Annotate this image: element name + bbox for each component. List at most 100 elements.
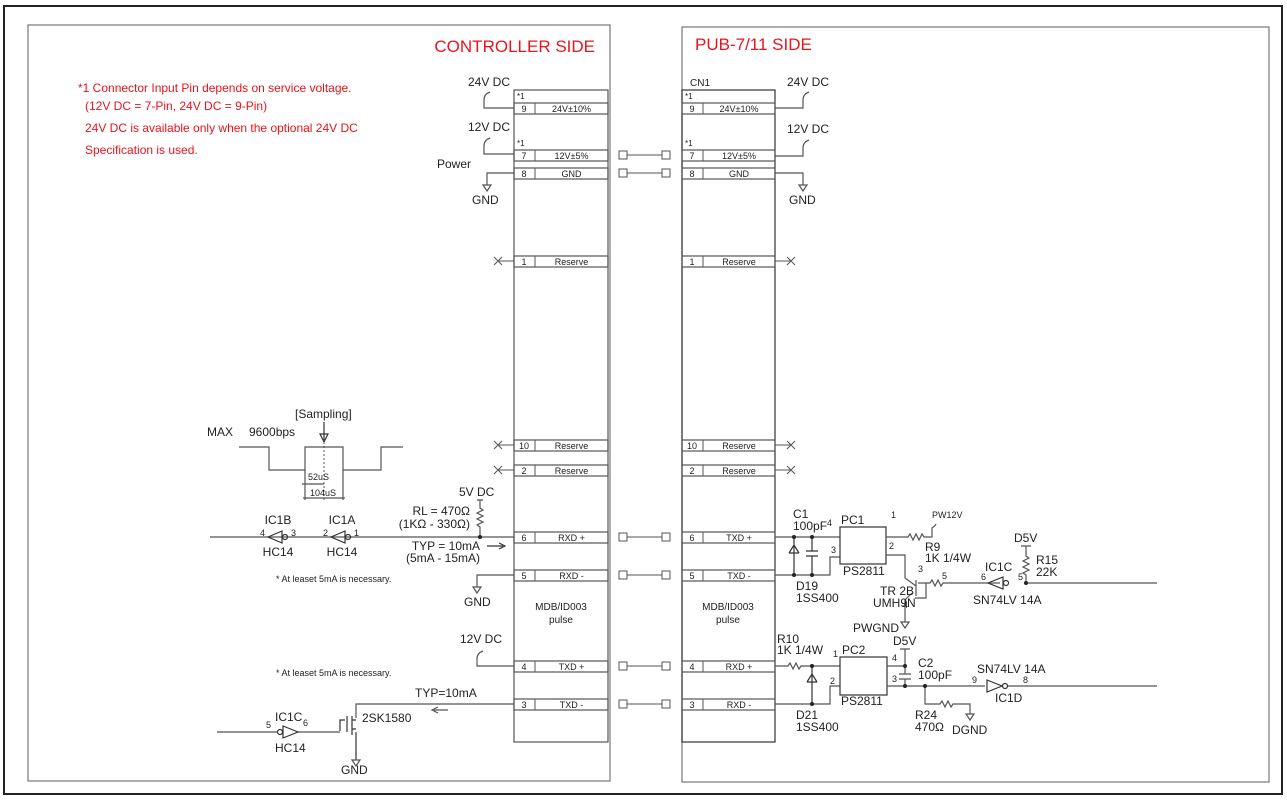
right-pin-label: 24V±10% xyxy=(720,104,759,114)
d21-diode xyxy=(806,666,818,704)
pc1-optocoupler xyxy=(839,526,887,565)
cn1-label: CN1 xyxy=(690,78,710,89)
hc14-label-c: HC14 xyxy=(275,741,306,755)
r24-label: R24 xyxy=(915,708,937,722)
pin-num: 2 xyxy=(323,528,328,538)
left-pin-number: 5 xyxy=(521,571,526,581)
d19-label: D19 xyxy=(796,579,818,593)
d21-label: D21 xyxy=(796,708,818,722)
right-24v-wire xyxy=(775,91,810,109)
fet-label: 2SK1580 xyxy=(362,711,412,725)
left-pin-number: 9 xyxy=(521,104,526,114)
bps-label: 9600bps xyxy=(249,425,295,439)
right-pin-number: 1 xyxy=(689,257,694,267)
left-pin-number: 4 xyxy=(521,662,526,672)
pin-num: 5 xyxy=(266,720,271,730)
controller-side-title: CONTROLLER SIDE xyxy=(434,37,595,56)
note-5ma-1: * At leaset 5mA is necessary. xyxy=(276,574,391,584)
d19-value: 1SS400 xyxy=(796,591,839,605)
ic1d-label: IC1D xyxy=(995,691,1023,705)
d19-c1 xyxy=(788,537,818,575)
note-line-2: (12V DC = 7-Pin, 24V DC = 9-Pin) xyxy=(85,99,267,113)
pin-num: 2 xyxy=(889,541,894,551)
right-pin-label: Reserve xyxy=(722,441,756,451)
terminal-icon xyxy=(661,570,671,580)
pin-num: 5 xyxy=(942,571,947,581)
ps2811-label-2: PS2811 xyxy=(841,694,883,708)
right-gnd-label: GND xyxy=(789,193,816,207)
tr2b-transistor xyxy=(886,554,1000,630)
note-line-4: Specification is used. xyxy=(85,143,198,157)
no-connect-icon xyxy=(775,440,796,450)
r9-value: 1K 1/4W xyxy=(925,551,972,565)
right-pin-number: 5 xyxy=(689,571,694,581)
pin-num: 4 xyxy=(827,518,832,528)
pc2-optocoupler xyxy=(839,656,888,696)
c1-value: 100pF xyxy=(793,519,827,533)
right-pin-label: GND xyxy=(729,169,750,179)
sn74-label-1: SN74LV 14A xyxy=(973,593,1042,607)
left-pin-number: 2 xyxy=(521,466,526,476)
left-block-sublabel: pulse xyxy=(549,615,573,626)
pub-panel xyxy=(681,26,1270,783)
hc14-label-a: HC14 xyxy=(327,545,358,559)
right-pin-label: TXD - xyxy=(727,571,751,581)
fet-2sk1580 xyxy=(339,716,357,760)
5v-label: 5V DC xyxy=(459,485,495,499)
typ-label: TYP = 10mA xyxy=(412,539,480,553)
ic1b-label: IC1B xyxy=(265,513,292,527)
pin-num: 6 xyxy=(303,718,308,728)
left-pin-label: TXD + xyxy=(559,662,585,672)
tr-label: TR 2B xyxy=(880,584,914,598)
right-connector-block xyxy=(681,89,776,743)
sn74-label-2: SN74LV 14A xyxy=(977,662,1046,676)
controller-panel xyxy=(27,24,611,782)
ic1a-label: IC1A xyxy=(329,513,356,527)
no-connect-icon xyxy=(775,256,796,266)
rl-range: (1KΩ - 330Ω) xyxy=(399,517,470,531)
right-gnd-wire xyxy=(775,172,809,193)
right-pin-label: TXD + xyxy=(726,533,752,543)
right-12v-label: 12V DC xyxy=(787,122,829,136)
no-connect-icon xyxy=(775,465,796,475)
asterisk-note: *1 xyxy=(685,139,693,148)
hc14-label-b: HC14 xyxy=(263,545,294,559)
pin-num: 8 xyxy=(1023,675,1028,685)
r15-value: 22K xyxy=(1036,565,1057,579)
t104-label: 104uS xyxy=(310,488,336,498)
pc1-label: PC1 xyxy=(841,513,865,527)
d21-value: 1SS400 xyxy=(796,720,839,734)
left-pin-label: Reserve xyxy=(555,441,589,451)
right-pin-label: Reserve xyxy=(722,257,756,267)
pin-num: 3 xyxy=(892,674,897,684)
left-pin-number: 3 xyxy=(521,700,526,710)
sampling-arrow xyxy=(319,422,329,444)
left-pin-label: 12V±5% xyxy=(555,151,589,161)
terminal-icon xyxy=(661,532,671,542)
left-12v-label: 12V DC xyxy=(468,120,510,134)
typ3-label: TYP=10mA xyxy=(415,686,477,700)
terminal-icon xyxy=(618,570,628,580)
pin-num: 4 xyxy=(260,528,265,538)
left-pin-row xyxy=(513,149,609,162)
left-gnd2-label: GND xyxy=(464,595,491,609)
right-pin-label: 12V±5% xyxy=(722,151,756,161)
pub-side-title: PUB-7/11 SIDE xyxy=(695,35,812,54)
left-gnd3-label: GND xyxy=(341,763,368,777)
note-line-1: *1 Connector Input Pin depends on servic… xyxy=(78,81,352,95)
left-pin-label: GND xyxy=(562,169,583,179)
pin-num: 3 xyxy=(918,564,923,574)
left-24v-wire xyxy=(483,91,514,109)
right-pin-label: RXD + xyxy=(726,662,753,672)
r15-label: R15 xyxy=(1036,553,1058,567)
pin-num: 1 xyxy=(354,528,359,538)
ic1c-left-label: IC1C xyxy=(275,710,303,724)
typ-range: (5mA - 15mA) xyxy=(406,551,480,565)
terminal-icon xyxy=(661,150,671,160)
waveform xyxy=(239,446,403,471)
right-pin-label: RXD - xyxy=(727,700,752,710)
left-pin-number: 7 xyxy=(521,151,526,161)
terminal-icon xyxy=(661,661,671,671)
outer-frame xyxy=(3,5,1283,795)
